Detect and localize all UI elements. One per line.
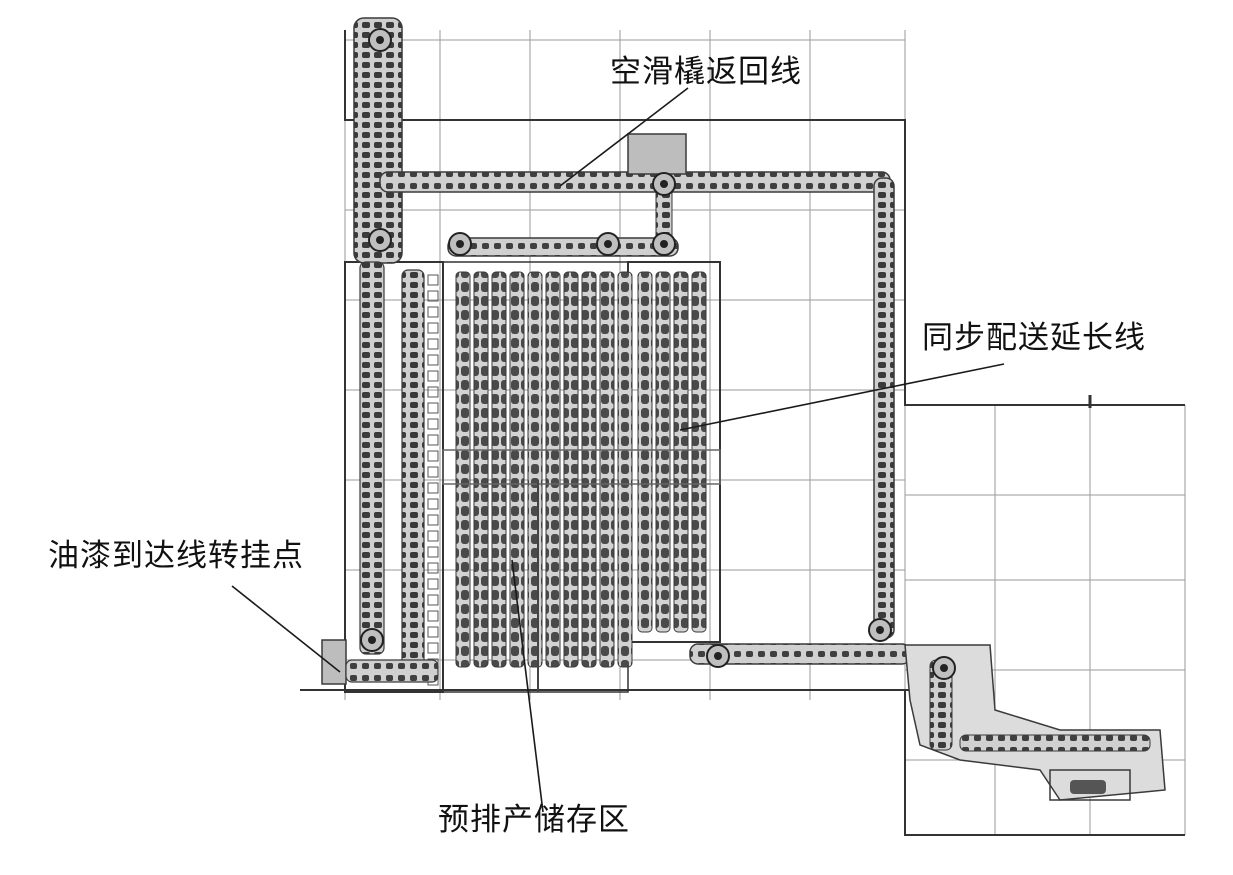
buffer-slot bbox=[427, 434, 439, 446]
buffer-slot bbox=[427, 418, 439, 430]
extension-lane bbox=[673, 271, 689, 633]
building-wall bbox=[344, 30, 1185, 406]
label-pre-sequencing-storage-area: 预排产储存区 bbox=[438, 802, 630, 838]
storage-lane bbox=[617, 271, 633, 668]
buffer-slot bbox=[427, 642, 439, 654]
delivery-station bbox=[1049, 769, 1131, 801]
delivery-vehicle bbox=[1070, 780, 1106, 794]
storage-lane bbox=[563, 271, 579, 668]
buffer-slot bbox=[427, 562, 439, 574]
turntable-hub bbox=[660, 240, 668, 248]
storage-lane bbox=[545, 271, 561, 668]
storage-lane bbox=[527, 271, 543, 668]
arrival-conveyor bbox=[345, 659, 439, 683]
buffer-slot bbox=[427, 306, 439, 318]
buffer-slot bbox=[427, 450, 439, 462]
buffer-slot bbox=[427, 610, 439, 622]
buffer-slot bbox=[427, 386, 439, 398]
transfer-station bbox=[627, 133, 687, 175]
turntable-hub bbox=[940, 664, 948, 672]
turntable-hub bbox=[376, 36, 384, 44]
left-vertical-lane bbox=[401, 269, 425, 671]
leader-empty-skid-return-line bbox=[559, 87, 689, 187]
storage-lane bbox=[509, 271, 525, 668]
conveyor-network bbox=[321, 17, 1166, 801]
extension-lane bbox=[655, 271, 671, 633]
buffer-slot bbox=[427, 530, 439, 542]
empty-skid-return-conveyor bbox=[379, 171, 891, 193]
turntable-hub bbox=[376, 236, 384, 244]
turntable-hub bbox=[456, 240, 464, 248]
label-sync-delivery-extension-line: 同步配送延长线 bbox=[922, 320, 1146, 356]
buffer-slot bbox=[427, 626, 439, 638]
storage-lane bbox=[491, 271, 507, 668]
buffer-slot bbox=[427, 322, 439, 334]
leader-sync-delivery-extension-line bbox=[679, 363, 1005, 431]
buffer-slot bbox=[427, 546, 439, 558]
storage-feed-conveyor bbox=[447, 237, 679, 257]
buffer-slot bbox=[427, 338, 439, 350]
buffer-slot bbox=[427, 402, 439, 414]
site-grid bbox=[344, 30, 1186, 836]
vertical-return-conveyor bbox=[353, 17, 403, 264]
storage-lane bbox=[473, 271, 489, 668]
extension-lane bbox=[637, 271, 653, 633]
buffer-slot bbox=[427, 290, 439, 302]
extension-lane bbox=[691, 271, 707, 633]
storage-lane bbox=[455, 271, 471, 668]
delivery-zone bbox=[904, 644, 1166, 801]
buffer-slot bbox=[427, 594, 439, 606]
buffer-slot bbox=[427, 514, 439, 526]
buffer-slot bbox=[427, 482, 439, 494]
callout-leaders bbox=[231, 87, 1005, 813]
turntable-nodes bbox=[360, 28, 956, 680]
building-wall bbox=[904, 690, 1185, 836]
building-outline bbox=[300, 30, 1185, 836]
storage-lane bbox=[581, 271, 597, 668]
turntable-hub bbox=[368, 636, 376, 644]
label-empty-skid-return-line: 空滑橇返回线 bbox=[610, 54, 802, 90]
turntable-hub bbox=[604, 240, 612, 248]
transfer-hanger bbox=[321, 639, 347, 685]
label-paint-arrival-transfer-point: 油漆到达线转挂点 bbox=[48, 538, 304, 574]
buffer-slot bbox=[427, 274, 439, 286]
turntable-hub bbox=[660, 180, 668, 188]
buffer-slot bbox=[427, 466, 439, 478]
storage-lane bbox=[599, 271, 615, 668]
buffer-slot bbox=[427, 370, 439, 382]
buffer-slot bbox=[427, 578, 439, 590]
leader-pre-sequencing-storage-area bbox=[511, 559, 544, 813]
turntable-hub bbox=[714, 652, 722, 660]
buffer-slot bbox=[427, 498, 439, 510]
right-vertical-conveyor bbox=[873, 177, 895, 639]
left-vertical-lane bbox=[359, 261, 385, 655]
delivery-horizontal-lane bbox=[959, 734, 1151, 752]
turntable-hub bbox=[876, 626, 884, 634]
buffer-slot bbox=[427, 354, 439, 366]
storage-cross-band bbox=[442, 449, 721, 485]
leader-paint-arrival-transfer-point bbox=[231, 585, 341, 673]
